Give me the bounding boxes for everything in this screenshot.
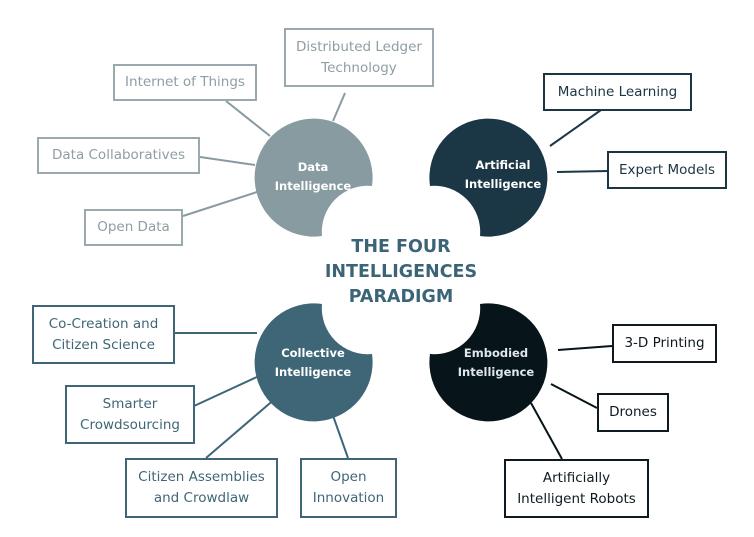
hub-collective-shape <box>254 303 373 422</box>
hub-artificial-label: Artificial Intelligence <box>464 158 542 191</box>
diagram-title: THE FOUR INTELLIGENCES PARADIGM <box>324 237 478 307</box>
hub-data-shape <box>254 118 373 237</box>
node-co-creation: Co-Creation and Citizen Science <box>32 305 175 364</box>
connector-open-data <box>182 191 258 217</box>
node-robots: Artificially Intelligent Robots <box>504 459 649 518</box>
connector-3d-printing <box>557 345 613 351</box>
node-distributed-ledger: Distributed Ledger Technology <box>284 28 434 87</box>
connector-data-collaboratives <box>199 156 256 166</box>
connector-iot <box>225 100 271 137</box>
connector-smarter-crowdsourcing <box>193 375 260 407</box>
node-open-innovation: Open Innovation <box>300 458 397 518</box>
hub-data-label: Data Intelligence <box>274 160 352 193</box>
hub-artificial-shape <box>429 118 548 237</box>
node-3d-printing: 3-D Printing <box>612 324 717 363</box>
hub-collective-label: Collective Intelligence <box>274 346 352 379</box>
hub-embodied-label: Embodied Intelligence <box>457 346 535 379</box>
connector-expert-models <box>556 170 609 173</box>
node-internet-of-things: Internet of Things <box>113 64 257 101</box>
node-drones: Drones <box>597 393 669 432</box>
connector-drones <box>550 383 598 409</box>
connector-dlt <box>332 92 346 122</box>
node-open-data: Open Data <box>84 209 183 246</box>
connector-citizen-assemblies <box>205 397 277 459</box>
node-expert-models: Expert Models <box>607 151 727 189</box>
connector-open-innovation <box>330 409 349 459</box>
connector-machine-learning <box>549 109 602 147</box>
node-data-collaboratives: Data Collaboratives <box>37 137 200 174</box>
node-citizen-assemblies: Citizen Assemblies and Crowdlaw <box>125 458 278 518</box>
node-smarter-crowdsourcing: Smarter Crowdsourcing <box>65 385 195 444</box>
hub-embodied-shape <box>429 303 548 422</box>
connector-robots <box>530 402 563 460</box>
node-machine-learning: Machine Learning <box>543 73 692 111</box>
